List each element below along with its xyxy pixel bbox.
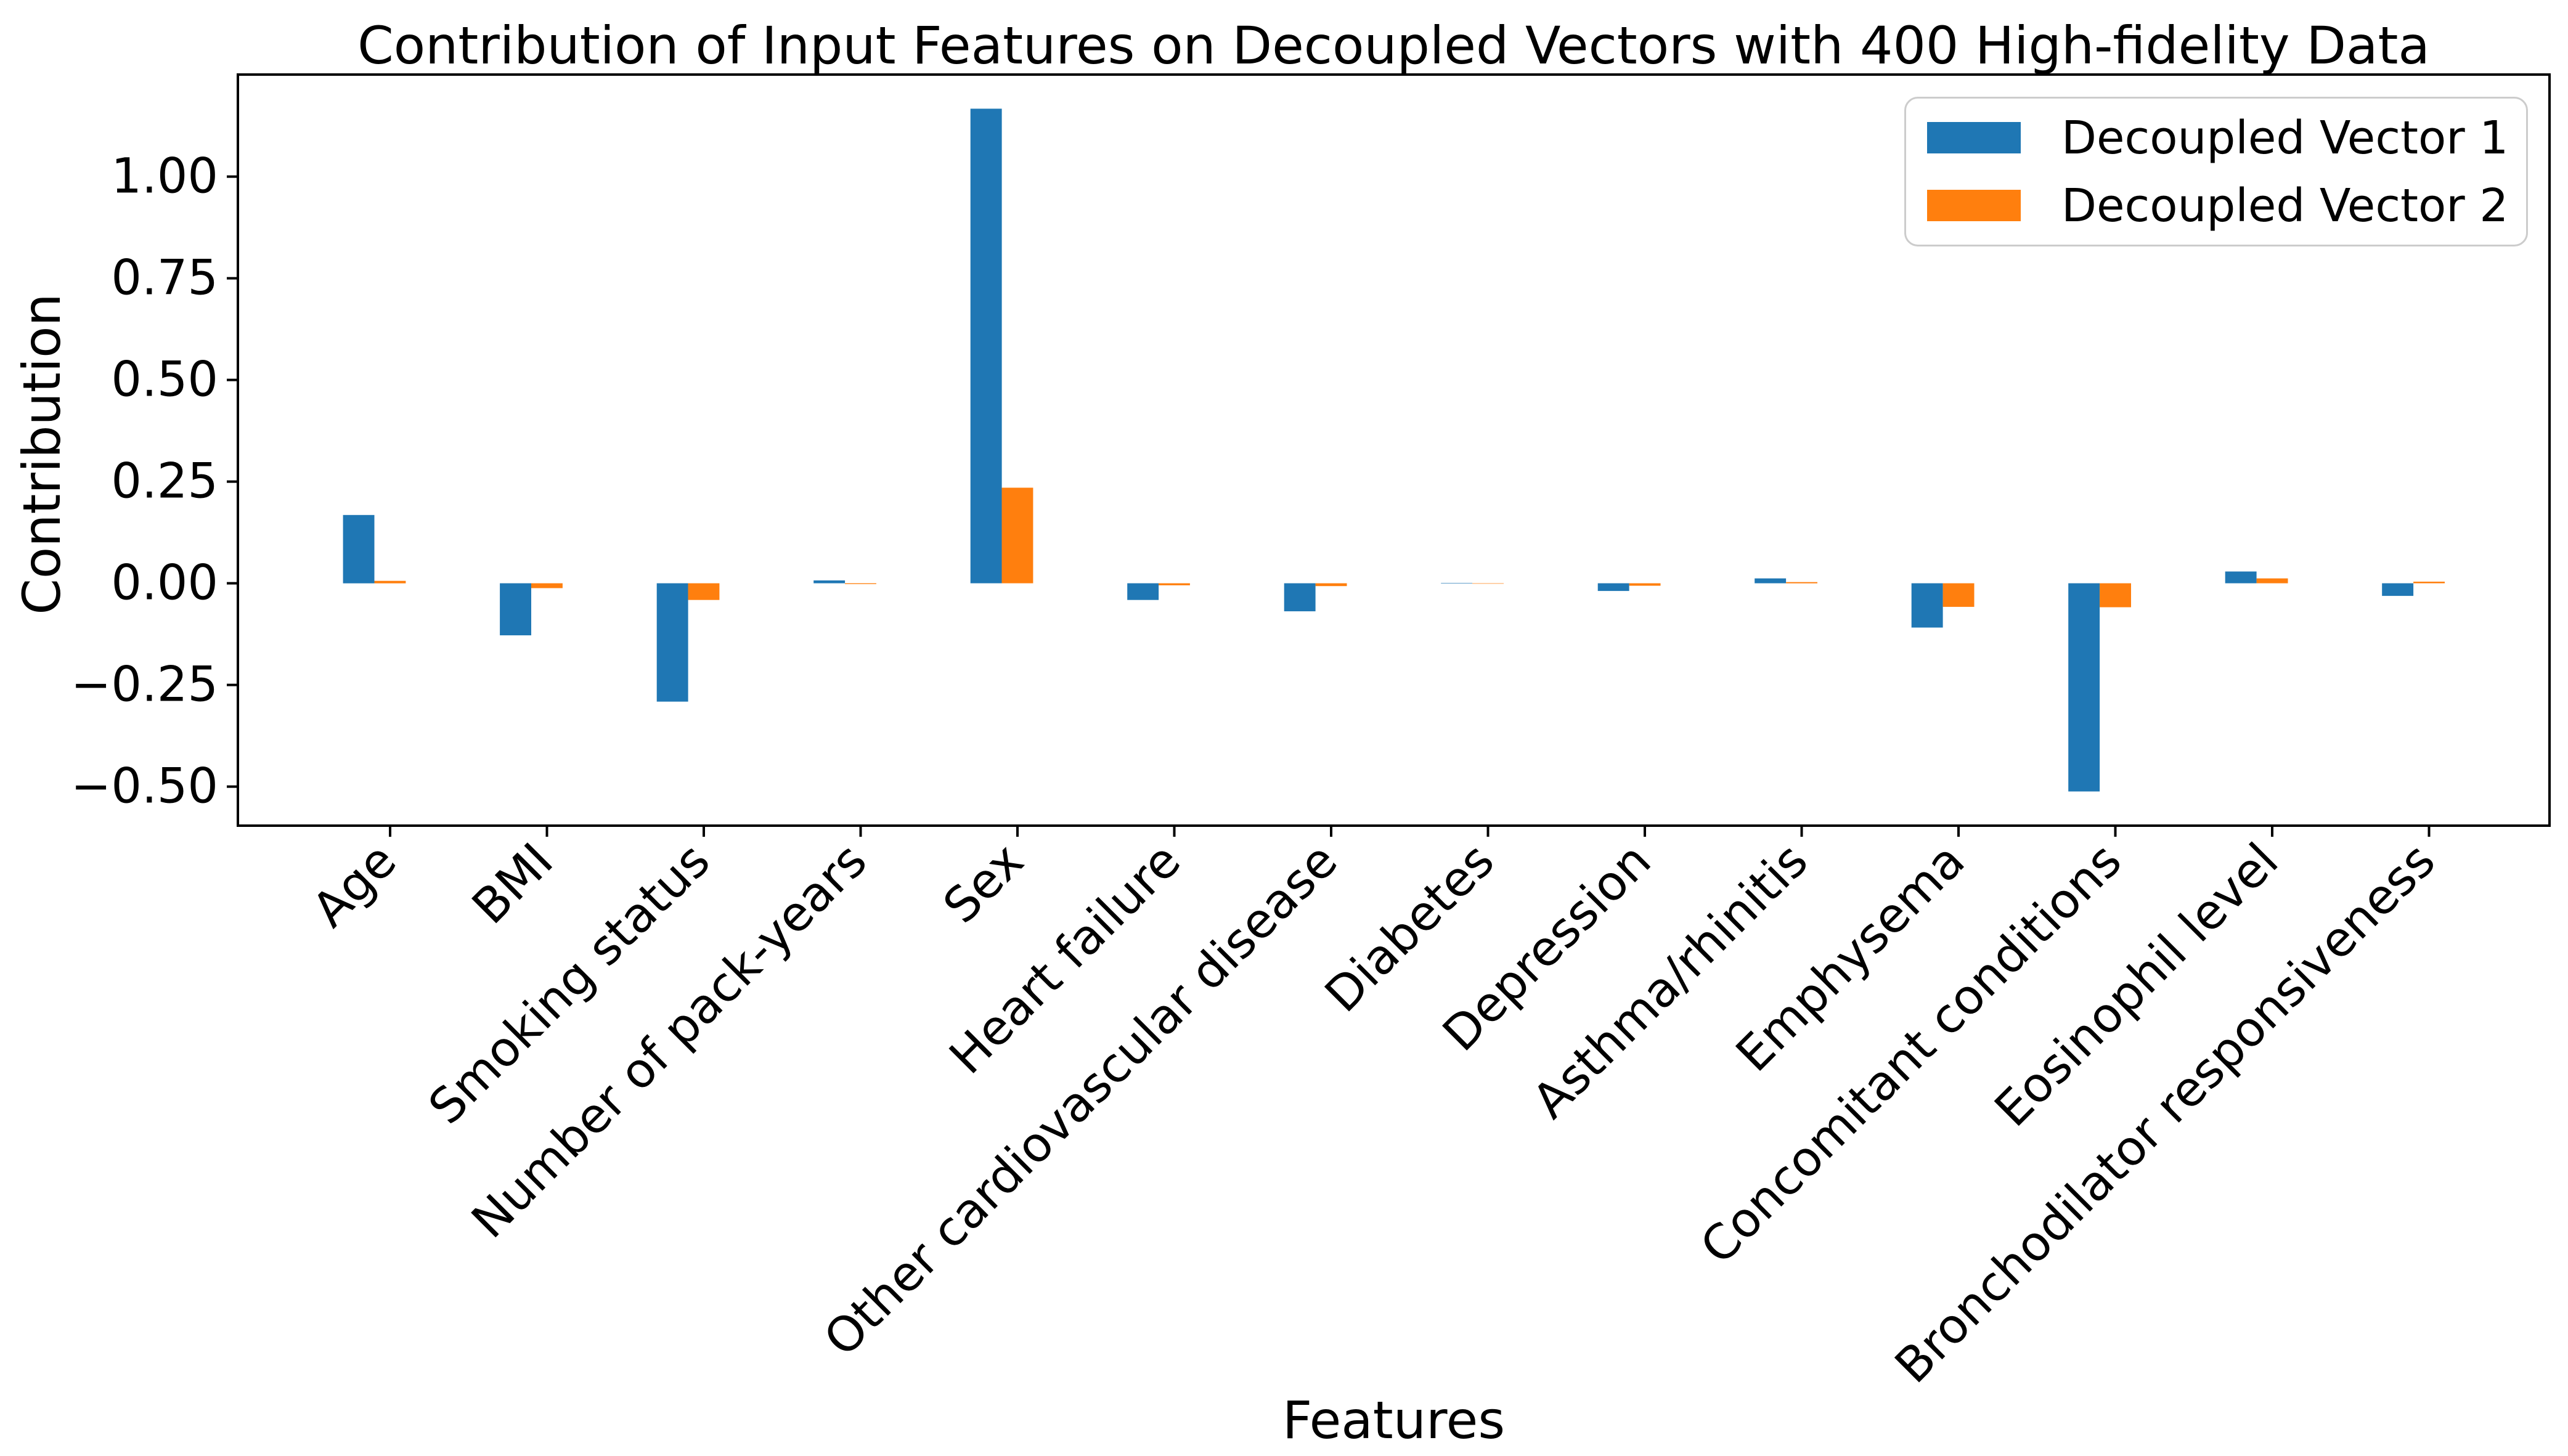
legend-row: Decoupled Vector 1	[1927, 115, 2526, 161]
y-tick-label: −0.25	[71, 657, 218, 713]
bar-series-1	[2382, 583, 2414, 596]
y-tick-label: 0.25	[111, 454, 218, 510]
legend-swatch-vector-2	[1927, 190, 2021, 221]
x-tick-label: Sex	[933, 833, 1034, 934]
bar-series-1	[1441, 583, 1473, 584]
bar-series-1	[970, 108, 1002, 584]
y-tick-label: 0.50	[111, 352, 218, 408]
bar-series-2	[1159, 583, 1190, 585]
x-tick-label: BMI	[462, 833, 564, 935]
x-tick-label: Smoking status	[418, 833, 720, 1135]
bar-series-2	[374, 580, 406, 584]
bar-series-1	[1127, 583, 1159, 600]
bar-series-1	[2068, 583, 2100, 792]
legend-row: Decoupled Vector 2	[1927, 183, 2526, 229]
bar-series-1	[813, 580, 846, 584]
legend: Decoupled Vector 1 Decoupled Vector 2	[1904, 97, 2528, 246]
y-tick-label: −0.50	[71, 759, 218, 815]
bar-series-1	[500, 583, 531, 636]
bar-series-1	[343, 514, 375, 584]
bar-series-1	[1597, 583, 1629, 592]
y-tick-label: 0.00	[111, 556, 218, 611]
y-tick-label: 1.00	[111, 149, 218, 205]
legend-label-vector-2: Decoupled Vector 2	[2061, 179, 2509, 232]
y-tick-label: 0.75	[111, 251, 218, 306]
bar-series-2	[531, 583, 563, 588]
x-tick-label: Age	[302, 833, 407, 938]
bar-series-2	[1315, 583, 1347, 587]
bar-series-1	[1284, 583, 1316, 612]
bar-series-2	[1786, 582, 1817, 584]
bar-series-2	[1001, 487, 1033, 584]
legend-label-vector-1: Decoupled Vector 1	[2061, 111, 2509, 165]
bar-series-1	[2225, 571, 2257, 584]
bar-series-2	[1942, 583, 1975, 607]
bar-series-1	[1911, 583, 1943, 628]
bar-series-1	[656, 583, 688, 702]
bar-series-2	[2413, 582, 2445, 584]
bar-series-2	[2100, 583, 2131, 608]
bar-series-1	[1755, 578, 1787, 584]
plot-border	[237, 73, 2551, 827]
chart-title: Contribution of Input Features on Decoup…	[357, 15, 2430, 76]
bar-series-2	[688, 583, 720, 600]
x-tick-label: Asthma/rhinitis	[1522, 833, 1819, 1129]
legend-swatch-vector-1	[1927, 122, 2021, 153]
bar-series-2	[2256, 578, 2288, 584]
bar-series-2	[1629, 583, 1661, 586]
x-axis-label: Features	[1282, 1390, 1506, 1450]
x-tick-label: Eosinophil level	[1984, 833, 2289, 1137]
